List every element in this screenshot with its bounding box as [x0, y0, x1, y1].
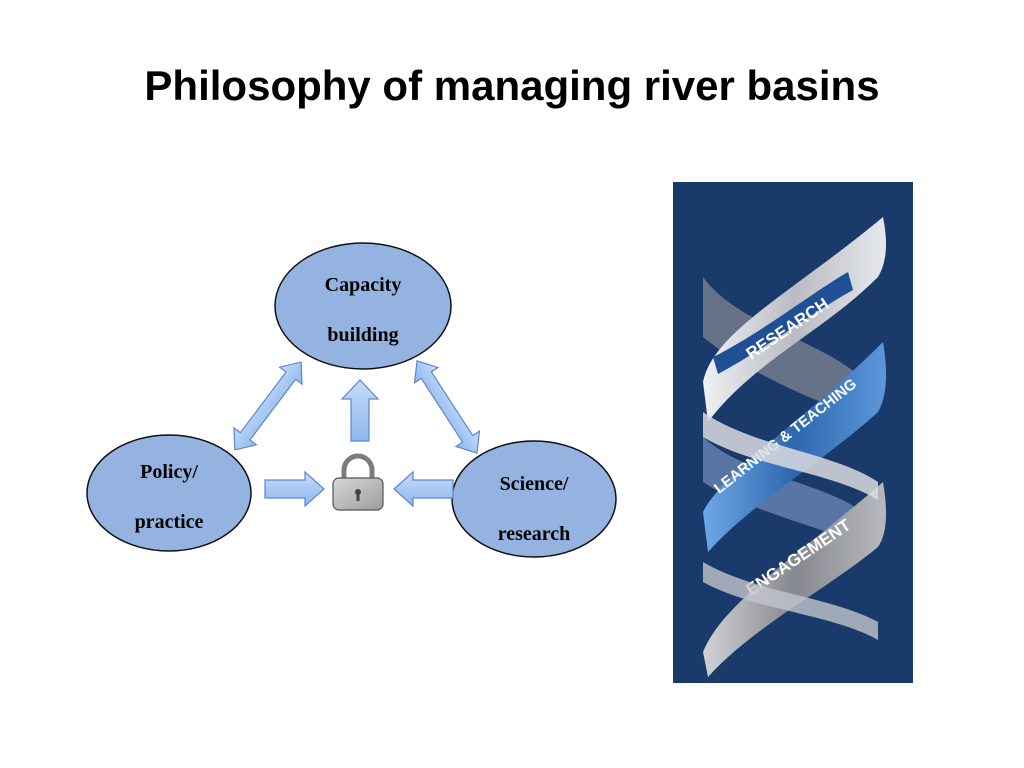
- node-science-research: Science/ research: [451, 440, 617, 558]
- arrow-right-to-lock: [264, 470, 325, 508]
- node-capacity-line1: Capacity: [325, 274, 402, 296]
- padlock-icon: [332, 453, 384, 511]
- slide-title: Philosophy of managing river basins: [144, 62, 880, 109]
- node-science-line1: Science/: [500, 473, 569, 495]
- node-capacity-building: Capacity building: [274, 242, 452, 370]
- helix-logo-panel: RESEARCH LEARNING & TEACHING ENGAGEMENT: [673, 182, 913, 683]
- node-policy-line1: Policy/: [140, 461, 198, 483]
- node-policy-practice: Policy/ practice: [86, 434, 252, 552]
- helix-graphic: RESEARCH LEARNING & TEACHING ENGAGEMENT: [703, 217, 886, 677]
- double-arrow-capacity-science: [413, 360, 481, 454]
- node-policy-line2: practice: [135, 511, 204, 533]
- node-capacity-line2: building: [327, 324, 398, 346]
- node-science-line2: research: [498, 523, 571, 545]
- arrow-left-to-lock: [393, 470, 454, 508]
- double-arrow-capacity-policy: [233, 361, 303, 451]
- arrow-up-to-capacity: [340, 379, 380, 442]
